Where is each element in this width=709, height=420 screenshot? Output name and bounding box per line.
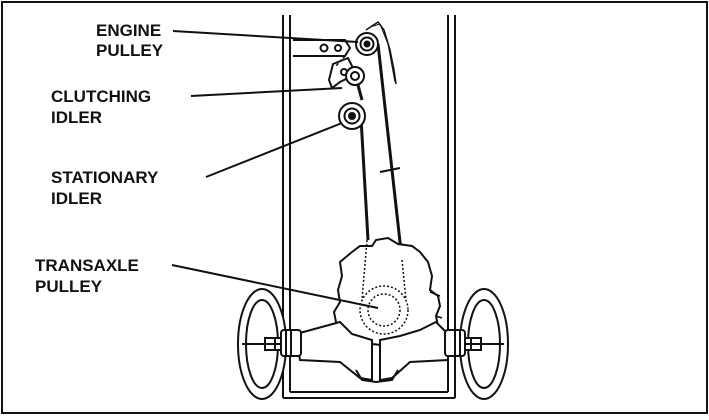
stationary-idler-pulley [338, 102, 366, 130]
clutching-idler-pulley [345, 66, 365, 86]
rear-axle [294, 320, 449, 384]
transaxle-fins [429, 291, 443, 319]
right-wheel [444, 288, 509, 400]
transaxle-housing [332, 236, 442, 347]
stationary-idler-label-line2: IDLER [51, 189, 102, 208]
stationary-idler-label-line1: STATIONARY [51, 168, 159, 187]
engine-pulley [355, 32, 379, 56]
belt-marker [379, 167, 401, 173]
transaxle-pulley [359, 239, 409, 335]
clutching-idler-label-line1: CLUTCHING [51, 87, 151, 106]
leader-stationary-idler [205, 122, 343, 178]
engine-pulley-label-line1: ENGINE [96, 21, 161, 40]
leader-clutching-idler [190, 87, 343, 97]
leader-engine-pulley [172, 30, 359, 43]
engine-pulley-label-line2: PULLEY [96, 41, 164, 60]
idler-spring [335, 55, 346, 67]
left-wheel [237, 288, 302, 400]
transaxle-pulley-label-line2: PULLEY [35, 277, 103, 296]
leader-transaxle-pulley [171, 264, 379, 309]
engine-mount-bracket [293, 39, 352, 57]
clutching-idler-label-line2: IDLER [51, 108, 102, 127]
belt-guide-inner [369, 23, 396, 83]
belt-guide [365, 20, 397, 85]
leader-lines [171, 30, 379, 309]
transaxle-pulley-label-line1: TRANSAXLE [35, 256, 139, 275]
